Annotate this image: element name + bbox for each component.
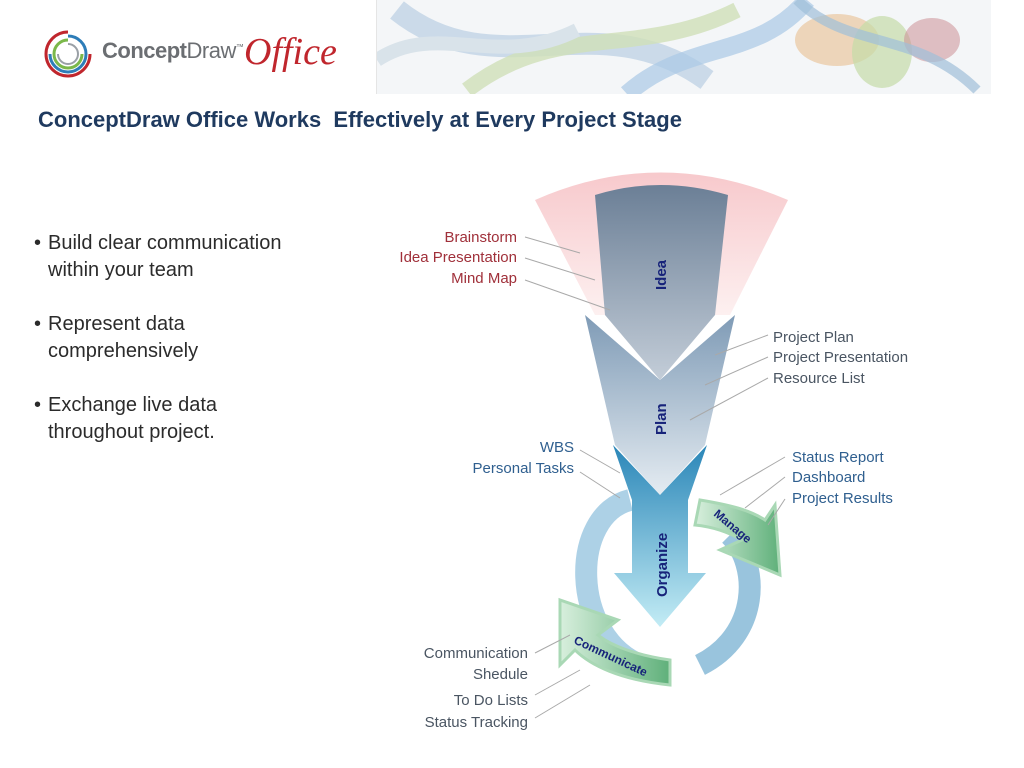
plan-item-project-presentation: Project Presentation (773, 349, 908, 366)
bullet-line: Exchange live data (48, 394, 218, 416)
logo-office: Office (244, 31, 337, 73)
logo-wordmark: ConceptDraw™ (102, 38, 244, 64)
idea-arrow (595, 185, 728, 380)
swirl-logo-icon (44, 30, 92, 78)
connector-lines (524, 236, 786, 719)
manage-arrow (693, 498, 782, 578)
bullet-line: Represent data (48, 313, 185, 335)
manage-item-status-report: Status Report (792, 449, 885, 466)
logo-brand-light: Draw (186, 38, 237, 63)
plan-arrow (585, 315, 735, 495)
manage-item-dashboard: Dashboard (792, 469, 865, 486)
organize-arrow (613, 445, 707, 627)
plan-item-resource-list: Resource List (773, 370, 866, 387)
communicate-item-status-tracking: Status Tracking (425, 714, 528, 731)
communicate-arrow (558, 597, 672, 687)
logo-brand-bold: Concept (102, 38, 187, 63)
manage-item-project-results: Project Results (792, 490, 893, 507)
feature-bullet-list: Build clear communication within your tea… (34, 230, 354, 473)
communicate-item-to-do-lists: To Do Lists (454, 692, 528, 709)
organize-item-wbs: WBS (540, 439, 574, 456)
conceptdraw-logo: ConceptDraw™ Office (42, 26, 342, 82)
idea-item-mind-map: Mind Map (451, 270, 517, 287)
stage-label-plan: Plan (653, 403, 670, 435)
communicate-item-communication: Communication (424, 645, 528, 662)
bullet-line: comprehensively (48, 340, 199, 362)
idea-item-brainstorm: Brainstorm (444, 229, 517, 246)
organize-item-personal-tasks: Personal Tasks (473, 460, 574, 477)
bullet-item: Exchange live data throughout project. (34, 392, 354, 446)
plan-item-project-plan: Project Plan (773, 329, 854, 346)
bullet-item: Represent data comprehensively (34, 311, 354, 365)
stage-label-idea: Idea (653, 259, 670, 290)
bullet-line: Build clear communication (48, 232, 282, 254)
logo-trademark: ™ (235, 42, 244, 52)
stage-label-organize: Organize (654, 533, 671, 597)
project-stage-diagram: Idea Plan Organize Manage Communicate Br… (399, 172, 908, 731)
bullet-line: within your team (48, 259, 194, 281)
idea-item-idea-presentation: Idea Presentation (399, 249, 517, 266)
bullet-line: throughout project. (48, 421, 215, 443)
bullet-item: Build clear communication within your tea… (34, 230, 354, 284)
page-title: ConceptDraw Office Works Effectively at … (38, 107, 682, 132)
header-banner-image (376, 0, 991, 94)
communicate-item-shedule: Shedule (473, 666, 528, 683)
